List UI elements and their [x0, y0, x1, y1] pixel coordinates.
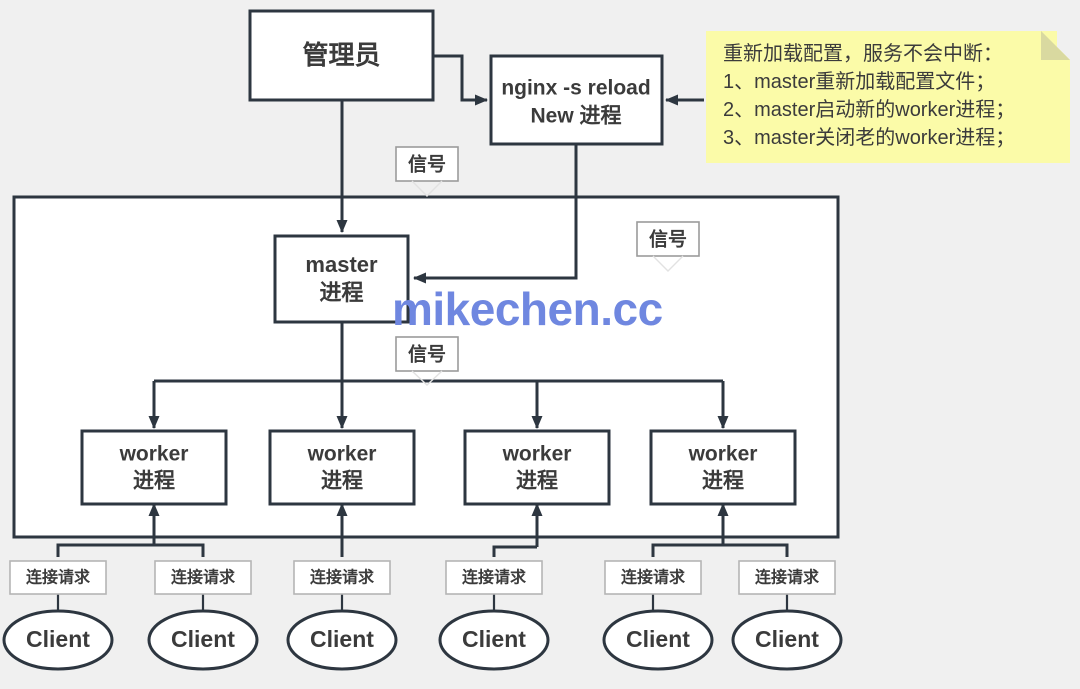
node-request-6[interactable]: 连接请求: [738, 560, 836, 595]
signal-tag-1: 信号: [395, 146, 459, 197]
edge-req1-to-worker1: [56, 543, 154, 557]
node-worker-1-line2: 进程: [133, 470, 175, 493]
node-request-2[interactable]: 连接请求: [154, 560, 252, 595]
note-line-2: 1、master重新加载配置文件；: [723, 70, 995, 93]
node-nginx-reload-line2: New 进程: [530, 105, 621, 128]
node-request-5[interactable]: 连接请求: [604, 560, 702, 595]
node-worker-4[interactable]: worker 进程: [649, 429, 797, 506]
node-worker-4-line2: 进程: [702, 470, 744, 493]
node-client-1[interactable]: Client: [2, 609, 114, 671]
node-worker-1-line1: worker: [119, 443, 189, 466]
note-line-3: 2、master启动新的worker进程；: [723, 98, 1015, 121]
node-nginx-reload[interactable]: nginx -s reload New 进程: [489, 54, 664, 146]
signal-tag-2-label: 信号: [649, 228, 687, 251]
node-client-5[interactable]: Client: [602, 609, 714, 671]
node-request-4[interactable]: 连接请求: [445, 560, 543, 595]
node-request-3[interactable]: 连接请求: [293, 560, 391, 595]
node-client-4-label: Client: [462, 626, 526, 652]
signal-tag-3: 信号: [395, 336, 459, 386]
node-client-2-label: Client: [171, 626, 235, 652]
node-request-4-label: 连接请求: [462, 568, 527, 587]
edge-reload-to-master: [413, 144, 578, 284]
node-admin-label: 管理员: [302, 40, 380, 70]
node-request-6-label: 连接请求: [755, 568, 820, 587]
node-worker-3[interactable]: worker 进程: [463, 429, 611, 506]
signal-tag-1-label: 信号: [408, 153, 446, 176]
node-client-2[interactable]: Client: [147, 609, 259, 671]
node-client-3-label: Client: [310, 626, 374, 652]
node-client-1-label: Client: [26, 626, 90, 652]
node-worker-2[interactable]: worker 进程: [268, 429, 416, 506]
node-client-3[interactable]: Client: [286, 609, 398, 671]
edge-req6-to-worker4: [723, 543, 789, 557]
node-worker-4-line1: worker: [688, 443, 758, 466]
edge-req4-to-worker3: [492, 545, 537, 557]
edge-req2-to-worker1: [154, 543, 205, 557]
node-master-line1: master: [305, 252, 378, 277]
node-master-line2: 进程: [319, 280, 363, 305]
node-request-1-label: 连接请求: [26, 568, 91, 587]
signal-tag-2: 信号: [636, 221, 700, 272]
node-worker-1[interactable]: worker 进程: [80, 429, 228, 506]
note-callout: 重新加载配置，服务不会中断： 1、master重新加载配置文件； 2、maste…: [706, 31, 1070, 163]
node-request-3-label: 连接请求: [310, 568, 375, 587]
node-worker-2-line1: worker: [307, 443, 377, 466]
node-client-4[interactable]: Client: [438, 609, 550, 671]
node-worker-3-line1: worker: [502, 443, 572, 466]
node-nginx-reload-line1: nginx -s reload: [501, 77, 650, 100]
note-line-4: 3、master关闭老的worker进程；: [723, 126, 1015, 149]
edge-admin-to-reload: [433, 54, 488, 106]
node-admin[interactable]: 管理员: [248, 9, 435, 102]
node-worker-3-line2: 进程: [516, 470, 558, 493]
node-request-5-label: 连接请求: [621, 568, 686, 587]
node-worker-2-line2: 进程: [321, 470, 363, 493]
watermark-text: mikechen.cc: [392, 283, 663, 335]
node-request-1[interactable]: 连接请求: [9, 560, 107, 595]
edge-req5-to-worker4: [651, 543, 723, 557]
node-master-process[interactable]: master 进程: [273, 234, 410, 324]
node-client-5-label: Client: [626, 626, 690, 652]
node-client-6-label: Client: [755, 626, 819, 652]
node-client-6[interactable]: Client: [731, 609, 843, 671]
signal-tag-3-label: 信号: [408, 343, 446, 366]
note-line-1: 重新加载配置，服务不会中断：: [723, 42, 1003, 65]
node-request-2-label: 连接请求: [171, 568, 236, 587]
